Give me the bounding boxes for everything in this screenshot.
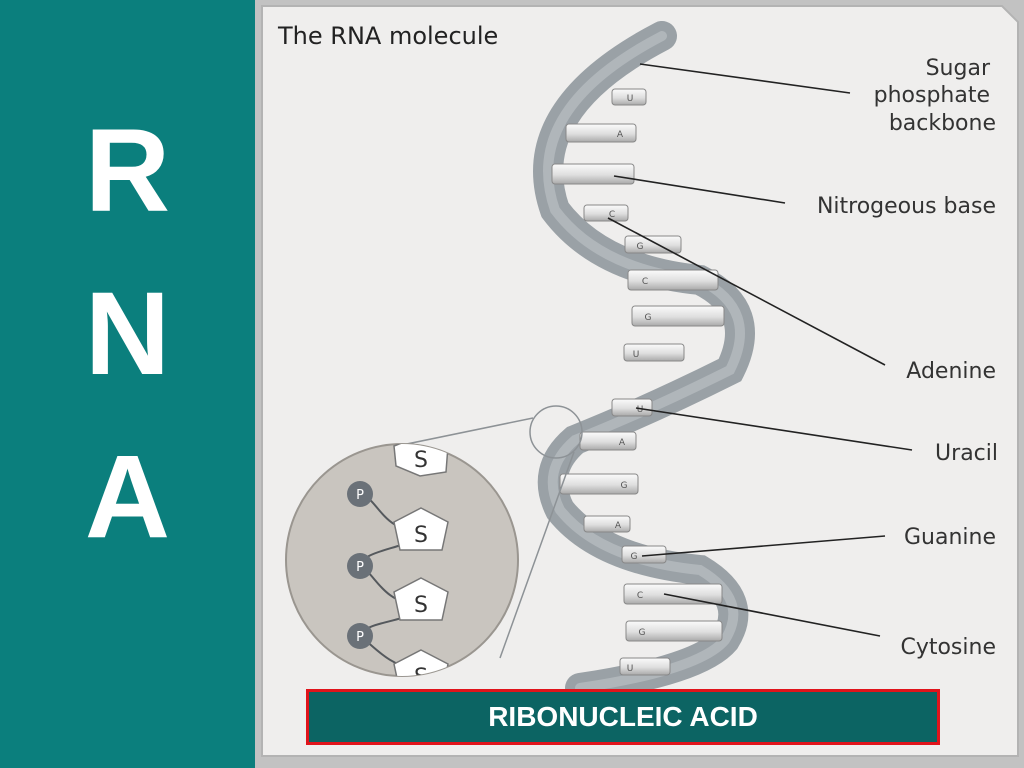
base-rung: G (624, 235, 682, 254)
sugar-label: S (414, 523, 428, 548)
leader-lines (607, 63, 913, 637)
base-letter: A (619, 438, 626, 448)
base-rung: U (623, 343, 685, 362)
backbone-highlight (543, 31, 745, 693)
base-letter: U (637, 405, 644, 415)
base-rungs: U A C G C G U U A G A G C G U (551, 88, 725, 676)
sugar-label: S (414, 593, 428, 618)
label-sugar-line1: Sugar (926, 56, 991, 81)
backbone-inset: S S S S P P P (285, 443, 519, 690)
zoom-marker (529, 405, 583, 459)
base-letter: C (609, 210, 615, 220)
letter-r: R (84, 105, 171, 237)
base-letter: A (615, 521, 622, 531)
base-rung: G (625, 620, 723, 642)
phosphate-label: P (356, 560, 364, 575)
annotation-labels: Sugar phosphate backbone Nitrogeous base… (817, 56, 998, 660)
base-rung: U (619, 657, 671, 676)
phosphate-label: P (356, 488, 364, 503)
caption-text: RIBONUCLEIC ACID (488, 701, 758, 732)
figure-title: The RNA molecule (277, 22, 498, 50)
base-letter: C (642, 277, 648, 287)
label-cytosine: Cytosine (900, 635, 996, 660)
phosphate-label: P (356, 630, 364, 645)
base-letter: G (645, 313, 652, 323)
base-letter: U (627, 664, 634, 674)
base-rung: A (579, 431, 637, 451)
letter-n: N (84, 268, 171, 400)
base-letter: A (617, 130, 624, 140)
sugar-label: S (414, 665, 428, 690)
caption-banner: RIBONUCLEIC ACID (306, 689, 940, 745)
base-rung: C (627, 269, 719, 291)
side-panel: R N A (0, 0, 255, 768)
base-rung: C (623, 583, 723, 605)
label-sugar-line3: backbone (889, 111, 996, 136)
sugar-label: S (414, 448, 428, 473)
base-letter: G (637, 242, 644, 252)
label-sugar-line2: phosphate (874, 83, 990, 108)
base-rung: C (583, 204, 629, 222)
zoom-line-bottom (499, 451, 575, 659)
letter-a: A (84, 431, 171, 563)
label-adenine: Adenine (906, 359, 996, 384)
label-uracil: Uracil (935, 441, 998, 466)
base-letter: U (633, 350, 640, 360)
base-letter: C (637, 591, 643, 601)
label-nitrogeous-base: Nitrogeous base (817, 194, 996, 219)
base-rung: A (565, 123, 637, 143)
label-guanine: Guanine (904, 525, 996, 550)
base-rung (551, 163, 635, 185)
base-rung: A (583, 515, 631, 533)
base-rung: G (631, 305, 725, 327)
base-letter: U (627, 94, 634, 104)
base-rung: G (559, 473, 639, 495)
base-letter: G (621, 481, 628, 491)
base-rung: U (611, 398, 653, 417)
base-letter: G (631, 552, 638, 562)
base-letter: G (639, 628, 646, 638)
base-rung: U (611, 88, 647, 106)
